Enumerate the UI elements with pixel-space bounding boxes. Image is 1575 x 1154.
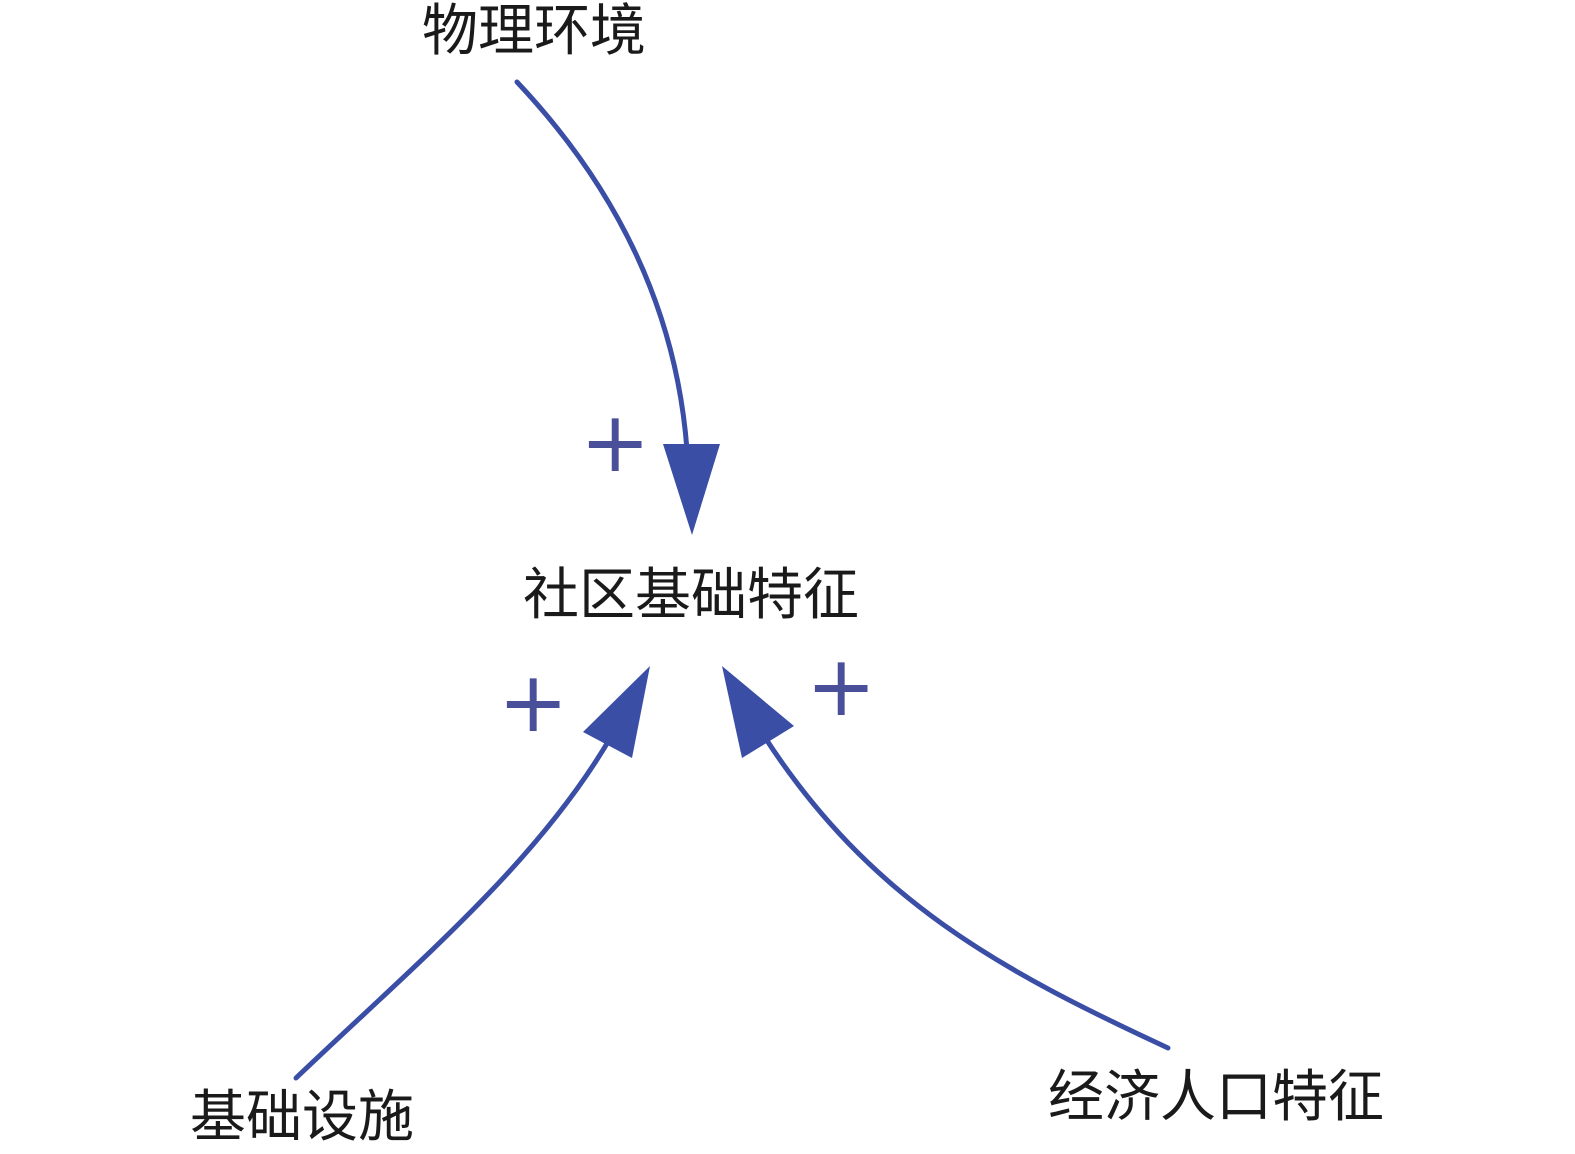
link-top-curve: [514, 79, 690, 453]
link-right-curve: [761, 733, 1171, 1051]
link-top-sign: +: [580, 393, 651, 491]
link-right-sign: +: [806, 637, 877, 735]
node-community-basic-features: 社区基础特征: [523, 563, 859, 628]
link-top-arrowhead: [663, 444, 720, 535]
link-right-arrowhead: [722, 666, 794, 758]
node-infrastructure: 基础设施: [190, 1085, 414, 1150]
node-physical-environment: 物理环境: [422, 0, 646, 64]
link-left-curve: [293, 732, 615, 1081]
link-left-sign: +: [498, 653, 569, 751]
node-economic-demographic-features: 经济人口特征: [1048, 1065, 1384, 1130]
link-left-arrowhead: [583, 666, 650, 758]
